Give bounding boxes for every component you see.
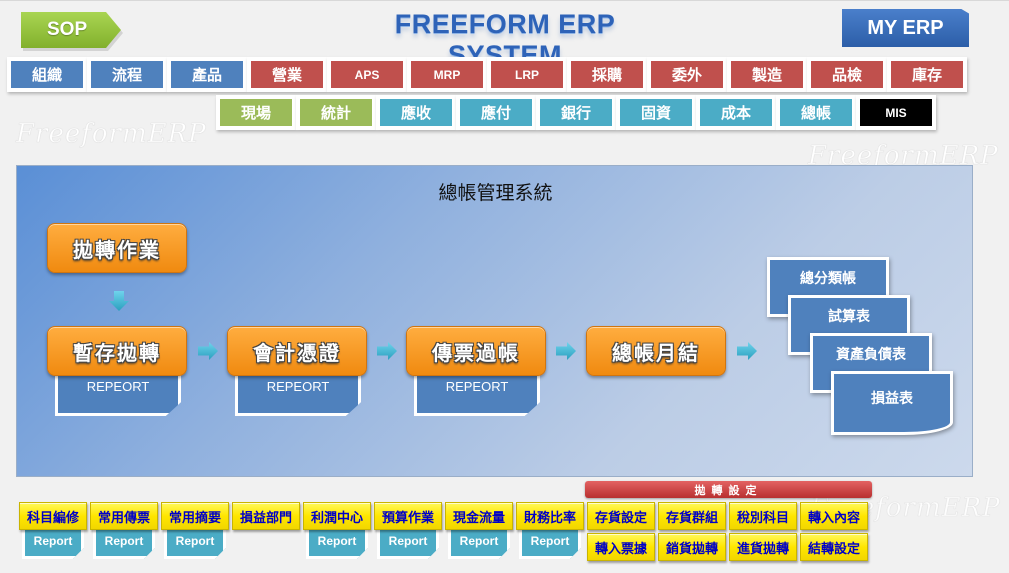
profit-loss-dept-button[interactable]: 損益部門 xyxy=(232,502,300,530)
month-end-close-button[interactable]: 總帳月結 xyxy=(586,326,726,376)
cash-flow-report[interactable]: Report xyxy=(448,527,510,559)
nav-label: 委外 xyxy=(651,61,723,88)
cash-flow-button[interactable]: 現金流量 xyxy=(445,502,513,530)
temp-transfer-button[interactable]: 暫存拋轉 xyxy=(47,326,187,376)
voucher-posting-report[interactable]: REPEORT xyxy=(414,370,540,416)
inventory-group-button[interactable]: 存貨群組 xyxy=(658,502,726,530)
arrow-right-icon xyxy=(198,342,218,360)
tax-account-button[interactable]: 稅別科目 xyxy=(729,502,797,530)
budget-report[interactable]: Report xyxy=(377,527,439,559)
sales-transfer-button[interactable]: 銷貨拋轉 xyxy=(658,533,726,561)
profit-center-button[interactable]: 利潤中心 xyxy=(303,502,371,530)
nav-item-receivables[interactable]: 應收 xyxy=(376,95,456,130)
nav-label: 統計 xyxy=(300,99,372,126)
my-erp-button[interactable]: MY ERP xyxy=(842,9,969,47)
transfer-job-button[interactable]: 拋轉作業 xyxy=(47,223,187,273)
inventory-settings-button[interactable]: 存貨設定 xyxy=(587,502,655,530)
common-summary-report[interactable]: Report xyxy=(164,527,226,559)
nav-item-quality[interactable]: 品檢 xyxy=(807,57,887,92)
account-edit-report[interactable]: Report xyxy=(22,527,84,559)
common-summary-button[interactable]: 常用摘要 xyxy=(161,502,229,530)
panel-title: 總帳管理系統 xyxy=(438,182,553,204)
nav-item-outsourcing[interactable]: 委外 xyxy=(647,57,727,92)
module-nav-row-2: 現場 統計 應收 應付 銀行 固資 成本 總帳 MIS xyxy=(216,95,936,130)
temp-transfer-report[interactable]: REPEORT xyxy=(55,370,181,416)
nav-label: 採購 xyxy=(571,61,643,88)
nav-label: LRP xyxy=(491,61,563,88)
nav-item-cost[interactable]: 成本 xyxy=(696,95,776,130)
nav-label: 成本 xyxy=(700,99,772,126)
nav-label: 應付 xyxy=(460,99,532,126)
nav-label: 銀行 xyxy=(540,99,612,126)
nav-label: MRP xyxy=(411,61,483,88)
nav-label: 流程 xyxy=(91,61,163,88)
nav-item-sales[interactable]: 營業 xyxy=(247,57,327,92)
nav-label: APS xyxy=(331,61,403,88)
purchase-transfer-button[interactable]: 進貨拋轉 xyxy=(729,533,797,561)
accounting-voucher-report[interactable]: REPEORT xyxy=(235,370,361,416)
nav-item-mrp[interactable]: MRP xyxy=(407,57,487,92)
profit-center-report[interactable]: Report xyxy=(306,527,368,559)
voucher-posting-button[interactable]: 傳票過帳 xyxy=(406,326,546,376)
nav-item-organization[interactable]: 組織 xyxy=(7,57,87,92)
nav-item-process[interactable]: 流程 xyxy=(87,57,167,92)
financial-ratio-report[interactable]: Report xyxy=(519,527,581,559)
import-content-button[interactable]: 轉入內容 xyxy=(800,502,868,530)
closing-settings-button[interactable]: 結轉設定 xyxy=(800,533,868,561)
income-statement-report[interactable]: 損益表 xyxy=(831,371,953,435)
accounting-voucher-button[interactable]: 會計憑證 xyxy=(227,326,367,376)
arrow-right-icon xyxy=(377,342,397,360)
arrow-down-icon xyxy=(109,291,129,311)
nav-label: MIS xyxy=(860,99,932,126)
nav-label: 總帳 xyxy=(780,99,852,126)
nav-item-aps[interactable]: APS xyxy=(327,57,407,92)
nav-item-mis[interactable]: MIS xyxy=(856,95,936,130)
sop-button[interactable]: SOP xyxy=(21,12,121,48)
nav-label: 應收 xyxy=(380,99,452,126)
nav-label: 營業 xyxy=(251,61,323,88)
nav-item-lrp[interactable]: LRP xyxy=(487,57,567,92)
nav-label: 固資 xyxy=(620,99,692,126)
import-notes-button[interactable]: 轉入票據 xyxy=(587,533,655,561)
transfer-settings-header: 拋轉設定 xyxy=(585,481,872,498)
arrow-right-icon xyxy=(556,342,576,360)
nav-item-product[interactable]: 產品 xyxy=(167,57,247,92)
module-nav-row-1: 組織 流程 產品 營業 APS MRP LRP 採購 委外 製造 品檢 庫存 xyxy=(7,57,967,92)
account-edit-button[interactable]: 科目編修 xyxy=(19,502,87,530)
nav-item-statistics[interactable]: 統計 xyxy=(296,95,376,130)
general-ledger-panel: 總帳管理系統 拋轉作業 暫存拋轉 REPEORT 會計憑證 REPEORT 傳票… xyxy=(16,165,973,477)
budget-button[interactable]: 預算作業 xyxy=(374,502,442,530)
common-voucher-button[interactable]: 常用傳票 xyxy=(90,502,158,530)
nav-item-inventory[interactable]: 庫存 xyxy=(887,57,967,92)
common-voucher-report[interactable]: Report xyxy=(93,527,155,559)
financial-ratio-button[interactable]: 財務比率 xyxy=(516,502,584,530)
nav-item-purchasing[interactable]: 採購 xyxy=(567,57,647,92)
nav-item-payables[interactable]: 應付 xyxy=(456,95,536,130)
nav-label: 製造 xyxy=(731,61,803,88)
nav-label: 品檢 xyxy=(811,61,883,88)
nav-item-fixed-assets[interactable]: 固資 xyxy=(616,95,696,130)
nav-item-bank[interactable]: 銀行 xyxy=(536,95,616,130)
nav-label: 現場 xyxy=(220,99,292,126)
nav-label: 產品 xyxy=(171,61,243,88)
nav-item-manufacturing[interactable]: 製造 xyxy=(727,57,807,92)
nav-label: 組織 xyxy=(11,61,83,88)
watermark-logo: FreeformERP xyxy=(16,119,207,150)
arrow-right-icon xyxy=(737,342,757,360)
nav-item-shopfloor[interactable]: 現場 xyxy=(216,95,296,130)
nav-label: 庫存 xyxy=(891,61,963,88)
nav-item-general-ledger[interactable]: 總帳 xyxy=(776,95,856,130)
